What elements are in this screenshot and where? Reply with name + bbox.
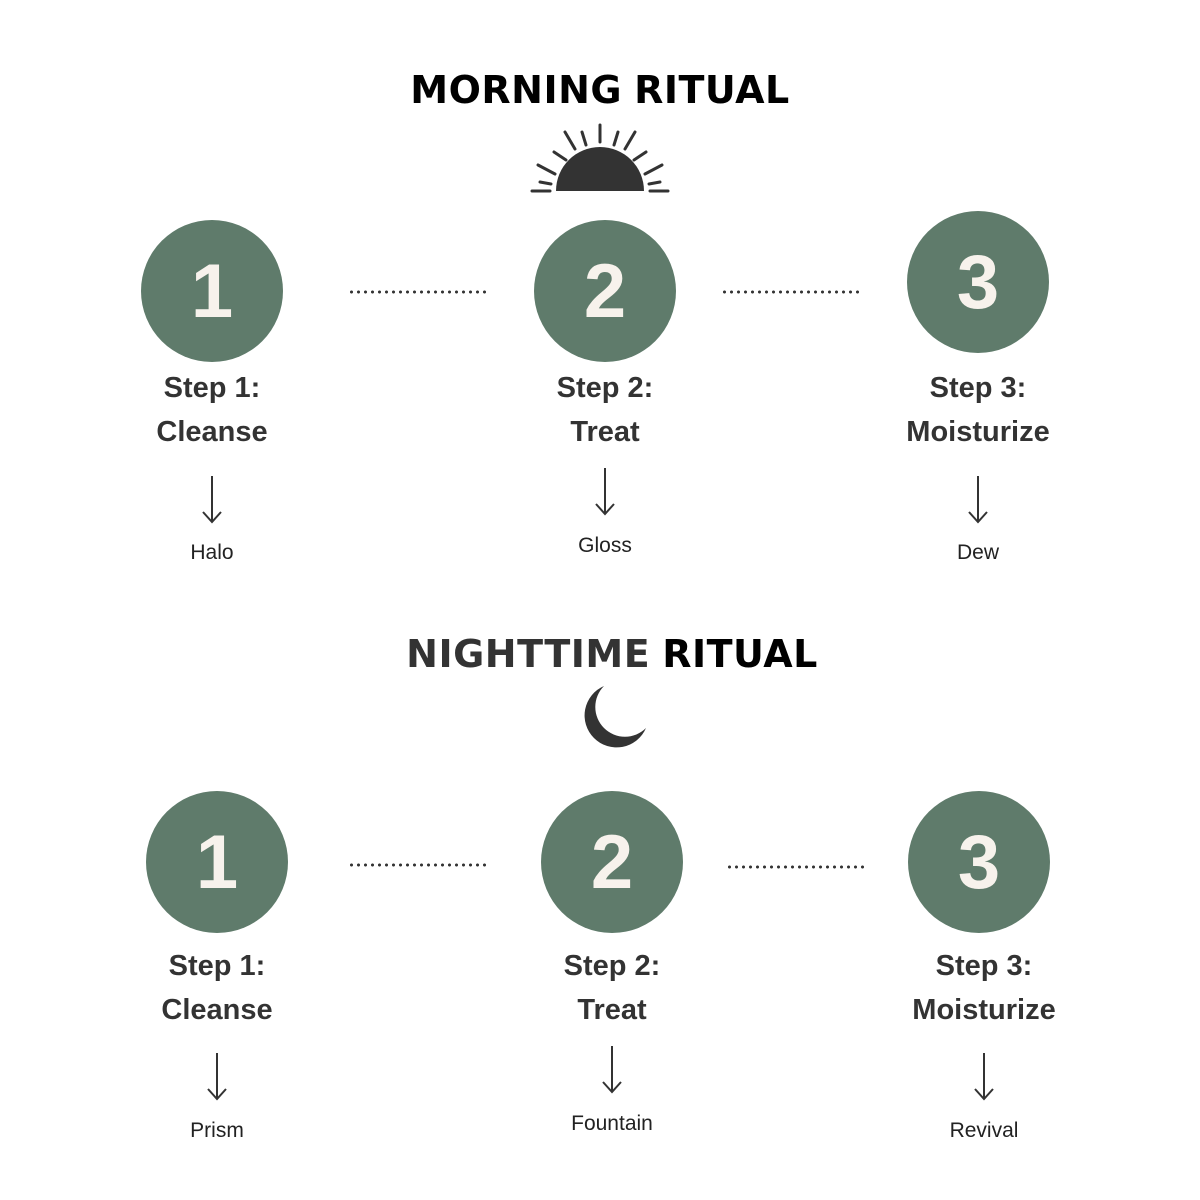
step-3-circle: 3: [908, 791, 1050, 933]
step-3-circle: 3: [907, 211, 1049, 353]
dotted-connector: [348, 290, 488, 294]
title-word: MORNING: [410, 68, 623, 112]
arrow-down-icon: [974, 1053, 994, 1101]
step-label: Step 3: Moisturize: [864, 944, 1104, 1032]
product-name: Halo: [190, 541, 234, 564]
title-word: NIGHTTIME: [406, 632, 651, 676]
arrow-down-icon: [595, 468, 615, 516]
arrow-down-icon: [207, 1053, 227, 1101]
dotted-connector: [726, 865, 866, 869]
step-label: Step 3: Moisturize: [858, 366, 1098, 454]
step-label: Step 1: Cleanse: [97, 944, 337, 1032]
product-name: Revival: [949, 1119, 1019, 1142]
dotted-connector: [348, 863, 488, 867]
step-label: Step 1: Cleanse: [92, 366, 332, 454]
step-label: Step 2: Treat: [485, 366, 725, 454]
step-number-label: Step 2:: [556, 372, 654, 404]
step-1-circle: 1: [146, 791, 288, 933]
step-number-label: Step 3:: [935, 950, 1033, 982]
product-name: Prism: [190, 1119, 244, 1142]
step-number-label: Step 1:: [163, 372, 261, 404]
step-label: Step 2: Treat: [492, 944, 732, 1032]
title-word: RITUAL: [662, 632, 818, 676]
crescent-moon-icon: [584, 686, 646, 748]
dotted-connector: [721, 290, 861, 294]
step-action: Treat: [570, 416, 640, 448]
step-2-circle: 2: [534, 220, 676, 362]
arrow-down-icon: [202, 476, 222, 524]
step-action: Cleanse: [156, 416, 268, 448]
sunrise-icon: [530, 123, 670, 193]
arrow-down-icon: [968, 476, 988, 524]
step-action: Moisturize: [912, 994, 1056, 1026]
product-name: Fountain: [571, 1112, 653, 1135]
step-action: Moisturize: [906, 416, 1050, 448]
step-number-label: Step 2:: [563, 950, 661, 982]
product-name: Gloss: [578, 534, 632, 557]
title-word: RITUAL: [634, 68, 790, 112]
step-action: Treat: [577, 994, 647, 1026]
arrow-down-icon: [602, 1046, 622, 1094]
product-name: Dew: [956, 541, 999, 564]
step-action: Cleanse: [161, 994, 273, 1026]
step-number-label: Step 3:: [929, 372, 1027, 404]
step-2-circle: 2: [541, 791, 683, 933]
step-number-label: Step 1:: [168, 950, 266, 982]
step-1-circle: 1: [141, 220, 283, 362]
